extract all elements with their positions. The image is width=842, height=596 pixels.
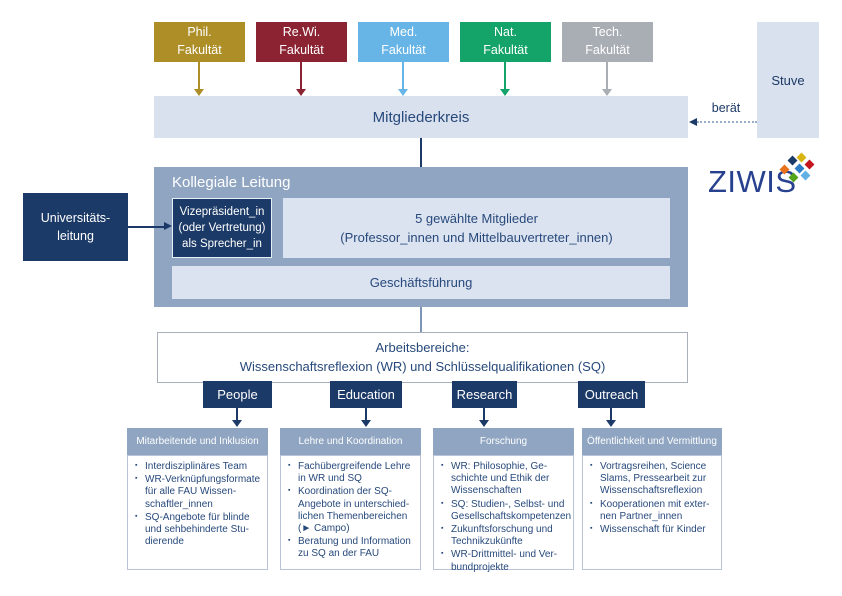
- bullet-list: Fachübergreifende Lehre in WR und SQ Koo…: [281, 456, 420, 566]
- faculty-label-line2: Fakultät: [381, 43, 426, 57]
- list-item: Beratung und Information zu SQ an der FA…: [285, 536, 416, 560]
- ziwis-logo-squares-icon: [779, 152, 815, 187]
- arrow-med-down: [402, 62, 404, 89]
- stuve-box: Stuve: [757, 22, 819, 138]
- list-item: Interdisziplinäres Team: [132, 461, 263, 473]
- column-body-mitarbeitende: Interdisziplinäres Team WR-Verknüpfungsf…: [127, 455, 268, 570]
- connector-leitung-to-arbeitsbereiche: [420, 307, 422, 332]
- list-item: WR-Drittmittel- und Ver­bundprojekte: [438, 549, 569, 573]
- geschaeftsfuehrung-label: Geschäftsführung: [369, 275, 473, 290]
- arrow-unileitung-line: [128, 226, 164, 228]
- list-item: Vortragsreihen, Science Slams, Pressearb…: [587, 461, 717, 498]
- arrow-research-down: [483, 408, 485, 421]
- pillar-education: Education: [330, 381, 402, 408]
- arrowhead-med-icon: [398, 89, 408, 96]
- arrow-phil-down: [198, 62, 200, 89]
- arrow-rewi-down: [300, 62, 302, 89]
- geschaeftsfuehrung-box: Geschäftsführung: [172, 266, 670, 299]
- column-header-mitarbeitende: Mitarbeitende und Inklusion: [127, 428, 268, 455]
- faculty-box-med: Med. Fakultät: [358, 22, 449, 62]
- arrow-nat-down: [504, 62, 506, 89]
- faculty-label-line1: Phil.: [187, 25, 212, 40]
- faculty-label-line2: Fakultät: [279, 43, 324, 57]
- faculty-label-line1: Nat.: [494, 25, 517, 40]
- faculty-box-phil: Phil. Fakultät: [154, 22, 245, 62]
- column-header-lehre: Lehre und Koordination: [280, 428, 421, 455]
- arrow-unileitung-head-icon: [164, 222, 172, 230]
- elected-members-box: 5 gewählte Mitglieder (Professor_innen u…: [283, 198, 670, 258]
- arrowhead-rewi-icon: [296, 89, 306, 96]
- bullet-list: Interdisziplinäres Team WR-Verknüpfungsf…: [128, 456, 267, 553]
- list-item: WR: Philosophie, Ge­schichte und Ethik d…: [438, 461, 569, 498]
- faculty-label-line2: Fakultät: [177, 43, 222, 57]
- column-body-oeffentlichkeit: Vortragsreihen, Science Slams, Pressearb…: [582, 455, 722, 570]
- beraet-dotted-line: [697, 121, 757, 123]
- arrowhead-phil-icon: [194, 89, 204, 96]
- list-item: Fachübergreifende Lehre in WR und SQ: [285, 461, 416, 485]
- arrow-outreach-down: [610, 408, 612, 421]
- stuve-label: Stuve: [771, 72, 805, 88]
- faculty-label-line1: Tech.: [592, 25, 623, 40]
- faculty-box-rewi: Re.Wi. Fakultät: [256, 22, 347, 62]
- column-header-oeffentlichkeit: Öffentlichkeit und Vermittlung: [582, 428, 722, 455]
- arbeitsbereiche-line2: Wissenschaftsreflexion (WR) und Schlüsse…: [239, 358, 606, 374]
- arrowhead-education-icon: [361, 420, 371, 427]
- column-header-forschung: Forschung: [433, 428, 574, 455]
- arrow-tech-down: [606, 62, 608, 89]
- bullet-list: WR: Philosophie, Ge­schichte und Ethik d…: [434, 456, 573, 579]
- logo-square-yellow: [796, 152, 807, 163]
- list-item: Kooperationen mit exter­nen Partner_inne…: [587, 499, 717, 523]
- list-item: SQ-Angebote für blinde und sehbehinderte…: [132, 512, 263, 549]
- unileitung-line2: leitung: [57, 229, 94, 243]
- arrowhead-tech-icon: [602, 89, 612, 96]
- faculty-label-line2: Fakultät: [585, 43, 630, 57]
- mitgliederkreis-bar: Mitgliederkreis: [154, 96, 688, 138]
- faculty-label-line2: Fakultät: [483, 43, 528, 57]
- kollegiale-leitung-title: Kollegiale Leitung: [172, 174, 291, 191]
- pillar-research: Research: [452, 381, 517, 408]
- arrow-education-down: [365, 408, 367, 421]
- beraet-label: berät: [711, 101, 741, 115]
- arrowhead-research-icon: [479, 420, 489, 427]
- logo-square-red: [804, 159, 815, 170]
- list-item: Zukunftsforschung und Technikzukünfte: [438, 524, 569, 548]
- members-line1: 5 gewählte Mitglieder: [415, 210, 538, 226]
- faculty-label-line1: Med.: [389, 25, 418, 40]
- vizepraesident-box: Vizepräsident_in (oder Vertretung) als S…: [172, 198, 272, 258]
- pillar-outreach: Outreach: [578, 381, 645, 408]
- column-body-forschung: WR: Philosophie, Ge­schichte und Ethik d…: [433, 455, 574, 573]
- list-item: SQ: Studien-, Selbst- und Gesellschaftsk…: [438, 499, 571, 523]
- kollegiale-leitung-container: Kollegiale Leitung Vizepräsident_in (ode…: [154, 167, 688, 307]
- arrow-mitgliederkreis-to-leitung: [420, 138, 422, 188]
- members-line2: (Professor_innen und Mittelbauvertreter_…: [340, 230, 613, 245]
- list-item: Koordination der SQ-Angebote in untersch…: [285, 486, 416, 535]
- pillar-people: People: [203, 381, 272, 408]
- arrowhead-outreach-icon: [606, 420, 616, 427]
- logo-square-lightblue: [800, 170, 811, 181]
- list-item: WR-Verknüpfungsformate für alle FAU Wiss…: [132, 474, 263, 511]
- universitaetsleitung-box: Universitäts- leitung: [23, 193, 128, 261]
- beraet-arrowhead-icon: [689, 118, 697, 126]
- arrowhead-people-icon: [232, 420, 242, 427]
- mitgliederkreis-label: Mitgliederkreis: [372, 108, 470, 126]
- arbeitsbereiche-box: Arbeitsbereiche: Wissenschaftsreflexion …: [157, 332, 688, 383]
- column-body-lehre: Fachübergreifende Lehre in WR und SQ Koo…: [280, 455, 421, 570]
- logo-square-green: [788, 172, 799, 183]
- vize-line3: als Sprecher_in: [182, 238, 262, 251]
- bullet-list: Vortragsreihen, Science Slams, Pressearb…: [583, 456, 721, 541]
- arbeitsbereiche-line1: Arbeitsbereiche:: [375, 339, 470, 355]
- arrow-people-down: [236, 408, 238, 421]
- logo-square-orange: [779, 164, 790, 175]
- list-item: Wissenschaft für Kinder: [587, 524, 717, 536]
- vize-line2: (oder Vertretung): [178, 221, 266, 234]
- faculty-box-tech: Tech. Fakultät: [562, 22, 653, 62]
- faculty-box-nat: Nat. Fakultät: [460, 22, 551, 62]
- arrowhead-nat-icon: [500, 89, 510, 96]
- unileitung-line1: Universitäts-: [40, 210, 111, 225]
- vize-line1: Vizepräsident_in: [179, 205, 265, 218]
- faculty-label-line1: Re.Wi.: [282, 25, 321, 40]
